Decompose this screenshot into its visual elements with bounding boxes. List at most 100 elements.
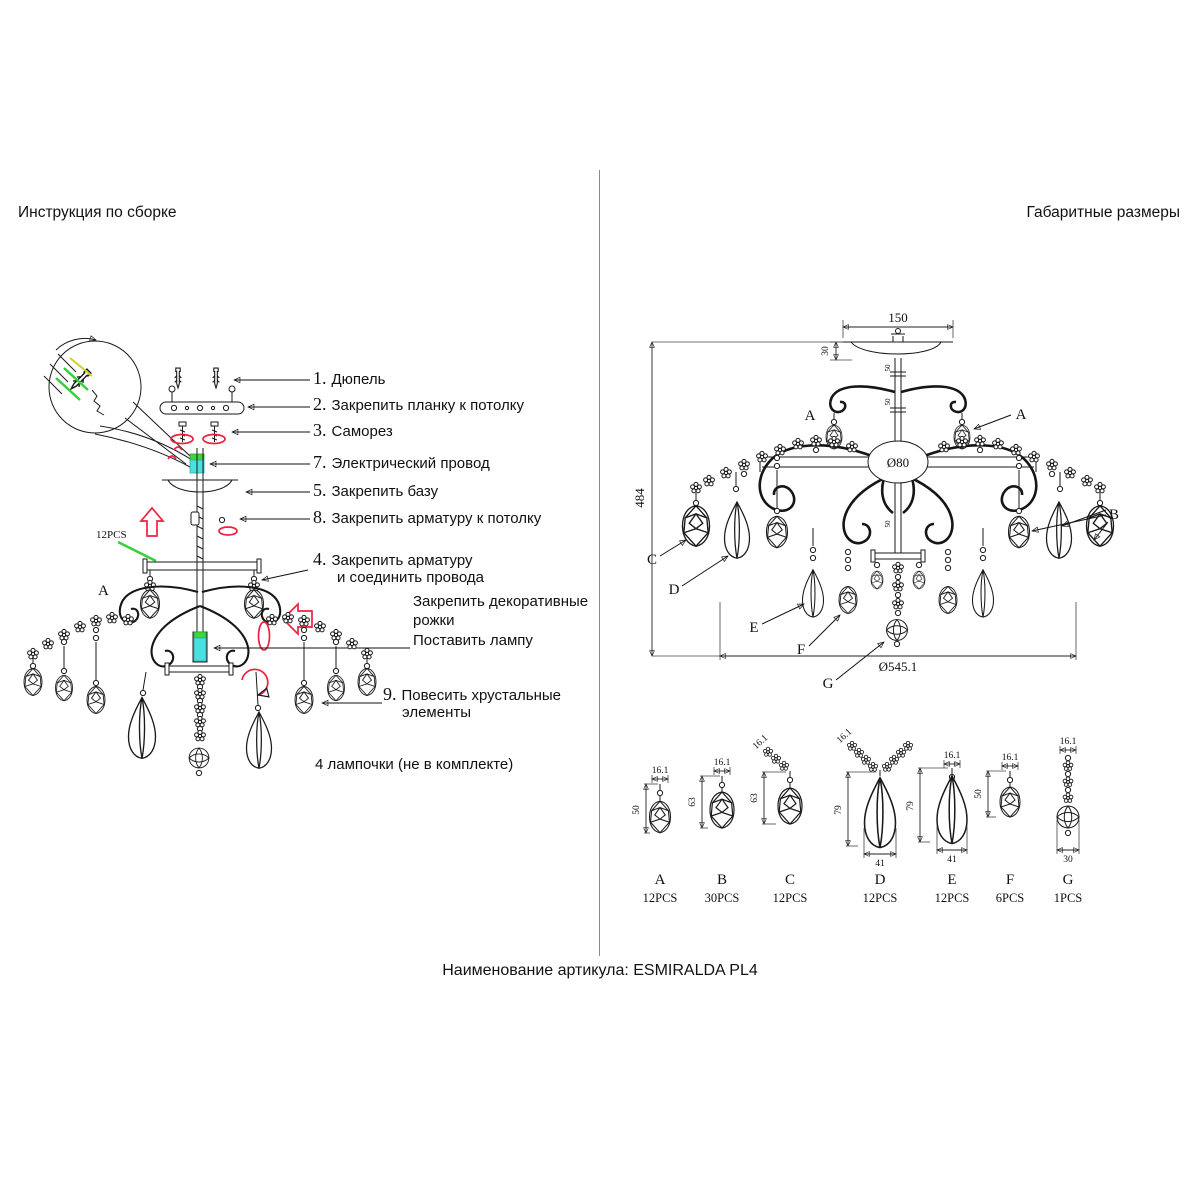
svg-text:A: A — [655, 872, 666, 888]
step-1: 1. Дюпель — [313, 368, 386, 388]
svg-text:50: 50 — [974, 789, 984, 799]
central-drop — [870, 483, 926, 648]
callout-c: C — [647, 552, 657, 568]
callout-g: G — [823, 676, 834, 692]
svg-text:G: G — [1063, 872, 1074, 888]
section-divider — [599, 170, 600, 956]
screws — [170, 421, 226, 445]
callout-b: B — [1109, 507, 1119, 523]
left-section-title: Инструкция по сборке — [18, 204, 177, 221]
fixing-hardware — [139, 506, 238, 537]
svg-text:50: 50 — [884, 364, 892, 372]
lamp-highlight-cyan — [193, 637, 207, 662]
crystal-cluster-left — [23, 611, 134, 714]
dim-150: 150 — [842, 310, 954, 338]
right-section-title: Габаритные размеры — [1026, 204, 1180, 221]
callout-d: D — [669, 582, 680, 598]
svg-text:16.1: 16.1 — [1002, 753, 1019, 763]
lamp-highlight-green — [193, 631, 207, 639]
svg-text:50: 50 — [884, 398, 892, 406]
svg-text:1PCS: 1PCS — [1054, 891, 1083, 905]
mounting-plate — [142, 558, 262, 574]
step-7: 7. Электрический провод — [313, 452, 490, 472]
callout-e: E — [749, 620, 758, 636]
pcs-count-label: 12PCS — [96, 529, 127, 541]
svg-text:E: E — [947, 872, 956, 888]
part-b: 16.1 63 B 30PCS — [688, 758, 739, 905]
central-chain — [188, 673, 210, 777]
svg-text:C: C — [785, 872, 795, 888]
svg-text:63: 63 — [688, 797, 698, 807]
svg-text:Ø545.1: Ø545.1 — [879, 659, 918, 674]
screw-highlight-right — [202, 433, 226, 445]
teardrop-left — [127, 671, 157, 760]
step-5: 5. Закрепить базу — [313, 480, 439, 500]
svg-text:41: 41 — [947, 855, 957, 865]
svg-text:12PCS: 12PCS — [935, 891, 970, 905]
step-9-line2: элементы — [402, 704, 472, 721]
part-a: 16.1 50 A 12PCS — [632, 766, 677, 905]
dim-30: 30 — [821, 341, 852, 361]
svg-text:30PCS: 30PCS — [705, 891, 740, 905]
step-2: 2. Закрепить планку к потолку — [313, 394, 524, 414]
svg-text:16.1: 16.1 — [714, 758, 731, 768]
horn-highlight — [257, 621, 271, 651]
crystal-a-label: A — [98, 583, 109, 599]
crystal-chain-a-left — [140, 570, 160, 619]
screw-highlight-left — [170, 433, 194, 445]
assembly-diagram: 12PCS A — [23, 335, 410, 777]
crystal-chain-a-right — [244, 570, 264, 619]
svg-text:16.1: 16.1 — [652, 766, 669, 776]
step-8: 8. Закрепить арматуру к потолку — [313, 507, 542, 527]
svg-text:F: F — [1006, 872, 1014, 888]
step-horns: Закрепить декоративные — [413, 593, 589, 610]
part-d: 16.1 79 41 D 12PCS — [834, 727, 914, 905]
svg-text:79: 79 — [906, 801, 916, 811]
part-f: 16.1 50 F 6PCS — [974, 753, 1024, 905]
upper-arm — [825, 385, 896, 450]
svg-text:12PCS: 12PCS — [863, 891, 898, 905]
callout-f: F — [797, 642, 805, 658]
svg-text:150: 150 — [888, 310, 908, 325]
crystal-cluster-right — [267, 612, 376, 713]
dimensions-diagram: 150 30 484 50 50 50 — [632, 310, 1119, 692]
central-column: 50 50 50 — [884, 358, 906, 528]
svg-text:50: 50 — [884, 520, 892, 528]
screw-rotation-arrow — [241, 668, 270, 698]
svg-text:484: 484 — [632, 488, 647, 508]
nut-highlight — [218, 526, 238, 536]
step-lamp: Поставить лампу — [413, 632, 533, 649]
rotate-arrow-icon — [55, 335, 97, 351]
part-e: 16.1 79 41 E 12PCS — [906, 751, 969, 905]
svg-text:30: 30 — [1063, 855, 1073, 865]
dim-d80: Ø80 — [887, 455, 909, 470]
dim-545: Ø545.1 — [719, 602, 1077, 674]
side-ornament-right — [898, 435, 1114, 617]
electric-wire — [94, 425, 205, 474]
article-name: Наименование артикула: ESMIRALDA PL4 — [442, 962, 758, 979]
up-arrow-mark — [139, 506, 165, 537]
svg-text:30: 30 — [821, 346, 831, 356]
svg-text:12PCS: 12PCS — [773, 891, 808, 905]
center-sphere: Ø80 — [867, 440, 929, 484]
svg-text:6PCS: 6PCS — [996, 891, 1025, 905]
svg-text:B: B — [717, 872, 727, 888]
step-horns-line2: рожки — [413, 612, 455, 629]
horn-arrow-mark — [281, 601, 313, 637]
step-3: 3. Саморез — [313, 420, 393, 440]
step-9: 9. Повесить хрустальные — [383, 684, 562, 704]
callout-a-left: A — [805, 408, 816, 424]
mounting-bar — [159, 385, 245, 415]
svg-text:63: 63 — [750, 793, 760, 803]
svg-text:16.1: 16.1 — [944, 751, 961, 761]
svg-text:16.1: 16.1 — [1060, 737, 1077, 747]
svg-text:D: D — [875, 872, 886, 888]
crystal-parts-chart: 16.1 50 A 12PCS 16.1 63 B 30PCS 16.1 — [632, 727, 1083, 905]
canopy — [843, 328, 953, 355]
svg-text:50: 50 — [632, 805, 642, 815]
wall-anchor-detail-circle — [43, 335, 191, 465]
step-4-line2: и соединить провода — [337, 569, 484, 586]
callout-a-right: A — [1016, 407, 1027, 423]
ceiling-canopy — [162, 479, 238, 493]
